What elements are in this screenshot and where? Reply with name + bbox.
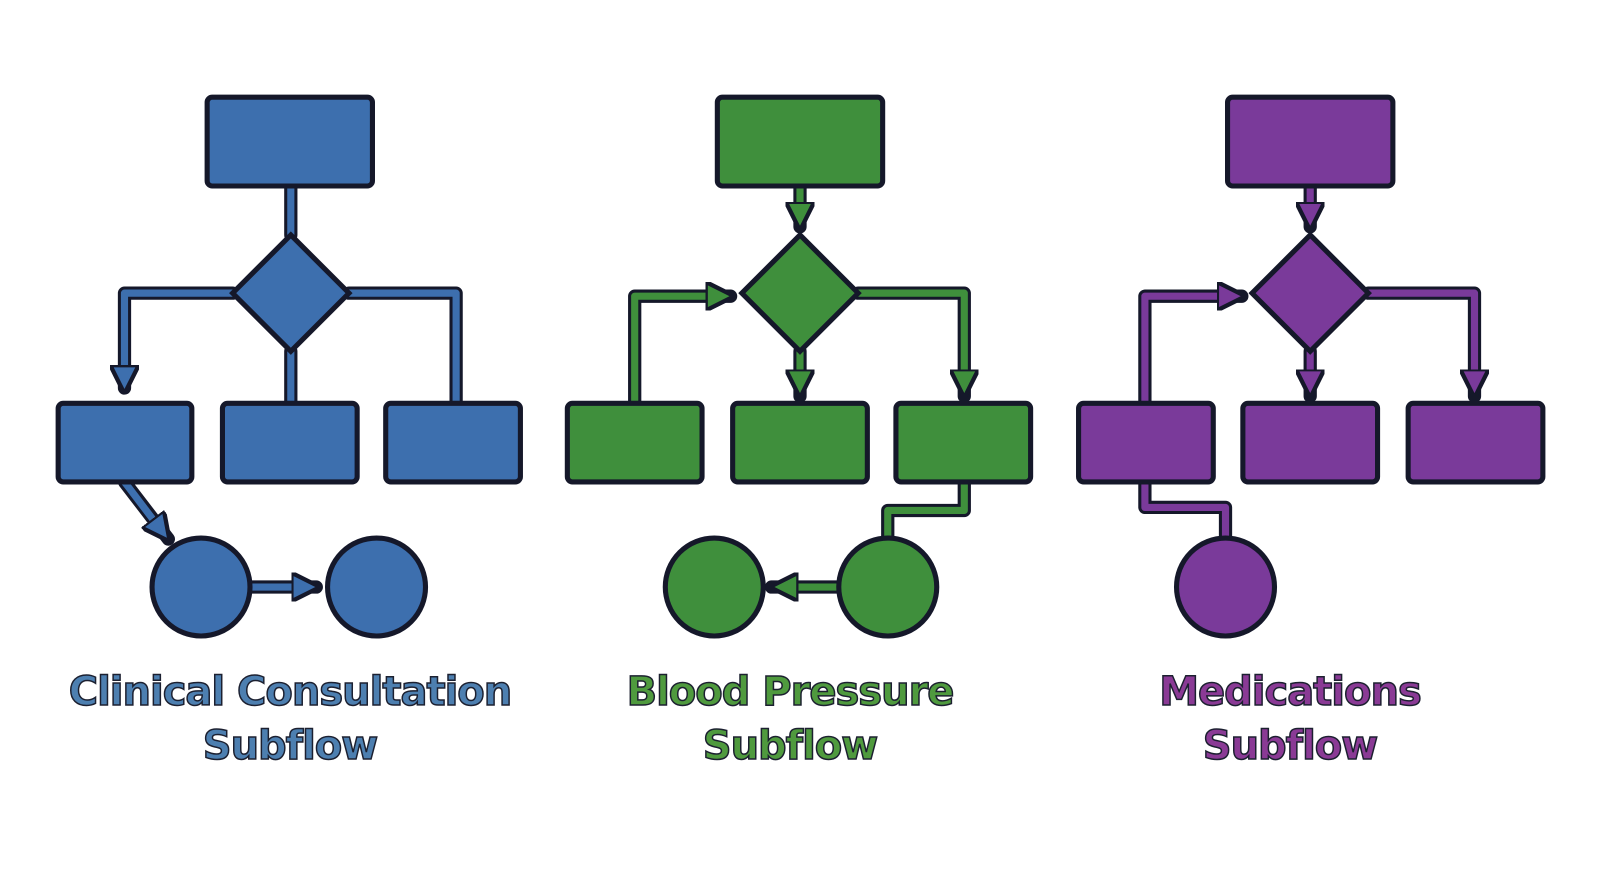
connector: [348, 289, 460, 404]
process-box: [730, 400, 870, 485]
terminal-circle: [836, 535, 940, 639]
terminal-circle: [1173, 535, 1278, 639]
process-box: [893, 400, 1034, 485]
arrow: [124, 289, 233, 388]
terminal-circle: [149, 535, 253, 639]
process-box: [1405, 400, 1546, 485]
connectors: [628, 179, 968, 587]
blood-pressure-flowchart: [564, 94, 1034, 639]
process-box: [714, 94, 886, 189]
process-box: [383, 400, 523, 485]
medications-title: Medications Subflow: [1040, 665, 1540, 773]
process-box: [219, 400, 360, 485]
arrow: [1368, 289, 1474, 392]
terminal-circle: [325, 535, 429, 639]
blood-pressure-title: Blood Pressure Subflow: [540, 665, 1040, 773]
decision-diamond: [1248, 231, 1372, 355]
process-box: [1076, 400, 1216, 485]
title-line-2: Subflow: [202, 722, 379, 770]
arrow: [1141, 296, 1240, 404]
connectors: [1138, 179, 1475, 545]
connectors: [121, 179, 463, 587]
title-line-1: Blood Pressure: [626, 668, 955, 716]
title-line-1: Medications: [1158, 668, 1422, 716]
process-box: [1225, 94, 1396, 189]
terminal-circle: [662, 535, 766, 639]
clinical-consultation-title: Clinical Consultation Subflow: [40, 665, 540, 773]
decision-diamond: [738, 231, 862, 355]
connector: [1141, 481, 1230, 539]
medications-flowchart: [1076, 94, 1546, 639]
connector: [884, 481, 968, 539]
title-line-1: Clinical Consultation: [68, 668, 513, 716]
arrow: [858, 289, 964, 392]
title-line-2: Subflow: [702, 722, 879, 770]
process-box: [204, 94, 375, 189]
arrow: [121, 479, 166, 537]
decision-diamond: [229, 231, 353, 355]
arrow: [631, 296, 729, 404]
clinical-consultation-flowchart: [55, 94, 523, 639]
process-box: [564, 400, 705, 485]
process-box: [55, 400, 195, 485]
process-box: [1240, 400, 1381, 485]
title-line-2: Subflow: [1202, 722, 1379, 770]
